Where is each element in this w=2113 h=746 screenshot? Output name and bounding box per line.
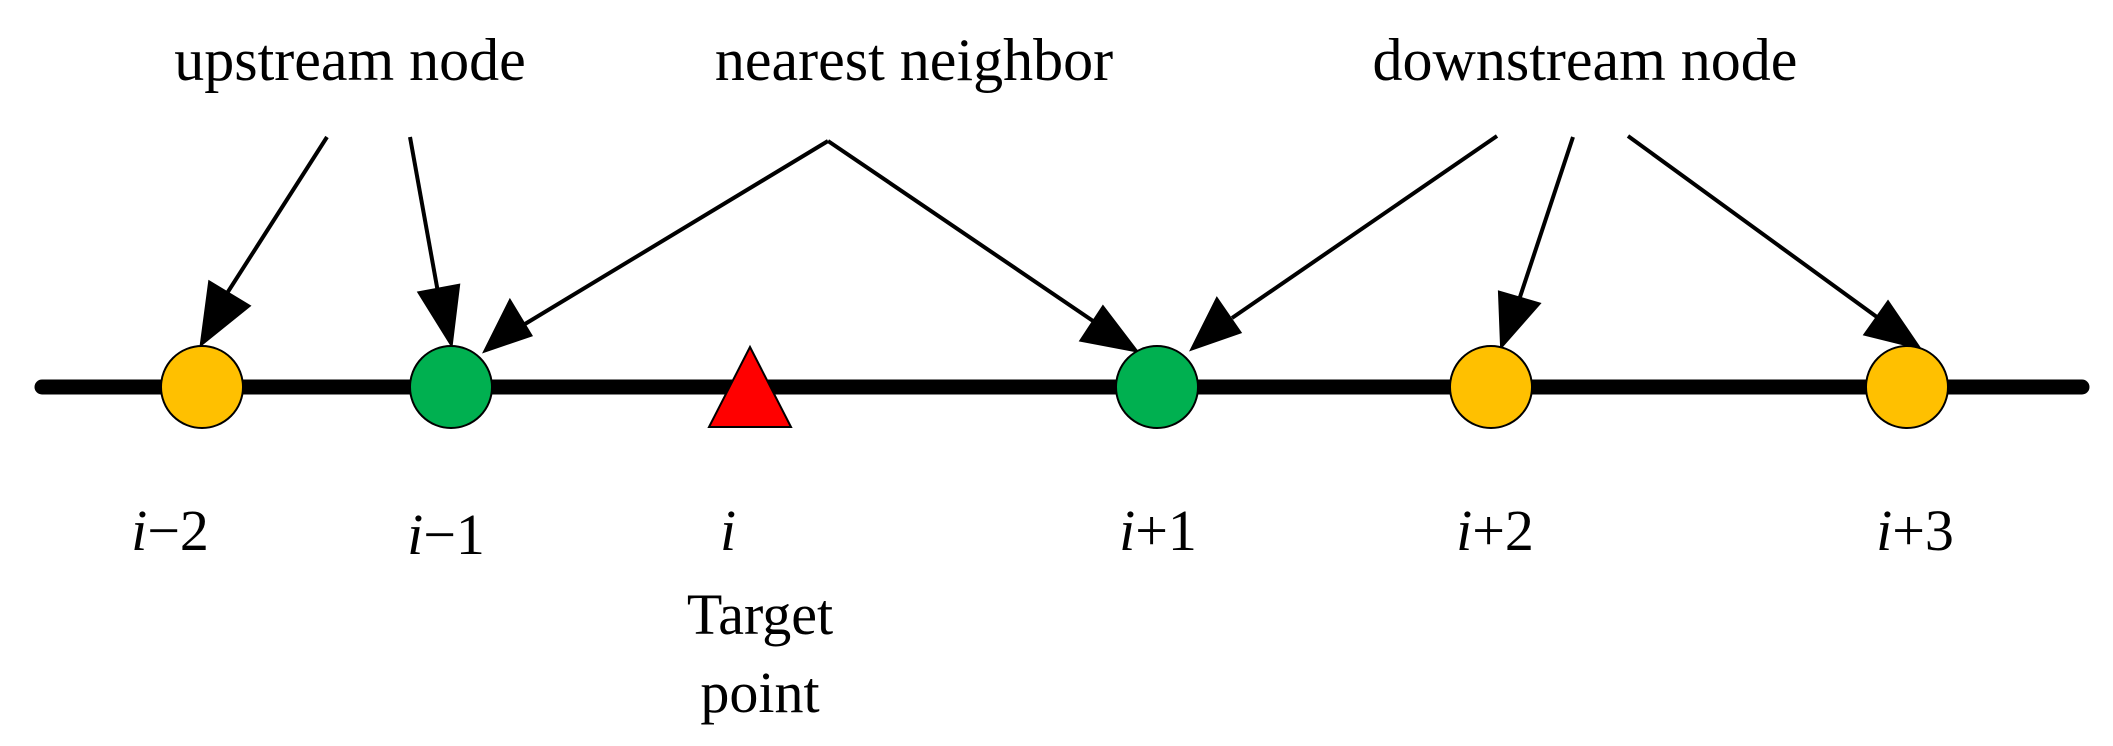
upstream-node-label: upstream node [174, 27, 526, 93]
index-label-i: i [720, 498, 736, 563]
index-label-i+2: i+2 [1456, 498, 1534, 563]
node-i-1 [409, 345, 493, 429]
arrows [199, 134, 1923, 354]
arrow-upstream-to-i-1 [408, 136, 441, 299]
index-label-i-1: i−1 [407, 502, 485, 567]
downstream-node-label: downstream node [1373, 27, 1798, 93]
target-label-line2: point [700, 660, 819, 725]
arrowhead-downstream-i+2 [1497, 290, 1542, 351]
arrowhead-nearest-i-1 [482, 297, 533, 354]
arrowhead-i-2 [199, 279, 252, 348]
node-i-2 [160, 345, 244, 429]
node-i+2 [1449, 345, 1533, 429]
arrow-nearest-to-i-1 [523, 139, 830, 326]
arrow-upstream-to-i-2 [222, 135, 329, 300]
node-i+3 [1865, 345, 1949, 429]
index-label-i+1: i+1 [1119, 498, 1197, 563]
arrow-downstream-to-i+1 [1230, 134, 1499, 320]
arrowhead-downstream-i+3 [1862, 299, 1923, 351]
nearest-neighbor-label: nearest neighbor [715, 27, 1113, 93]
arrow-downstream-to-i+3 [1626, 134, 1883, 322]
index-label-i+3: i+3 [1876, 498, 1954, 563]
arrowhead-downstream-i+1 [1189, 296, 1243, 352]
arrowhead-i-1 [416, 283, 461, 349]
node-i+1 [1115, 345, 1199, 429]
arrowhead-nearest-i+1 [1078, 304, 1140, 353]
target-point-triangle [707, 344, 793, 428]
target-label-line1: Target [687, 582, 833, 647]
arrow-downstream-to-i+2 [1517, 136, 1575, 301]
index-label-i-2: i−2 [131, 498, 209, 563]
arrow-nearest-to-i+1 [826, 139, 1098, 325]
